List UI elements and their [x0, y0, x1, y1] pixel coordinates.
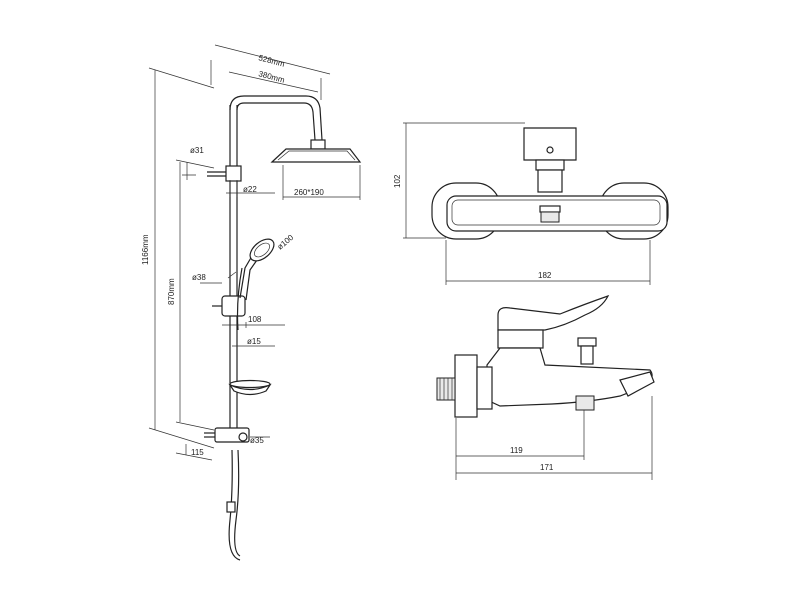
mixer-cartridge — [537, 169, 563, 193]
dim-mixer-height: 102 — [393, 174, 402, 188]
rail-fitting — [225, 165, 242, 182]
dim-mixer-width: 182 — [538, 271, 552, 280]
dim-arm-length: 380mm — [257, 69, 285, 85]
dim-total-height: 1166mm — [141, 234, 150, 265]
dim-hose-diameter: ø15 — [247, 337, 261, 346]
spout — [619, 371, 655, 397]
mixer-outlet — [540, 211, 560, 223]
dim-rail-diameter: ø22 — [243, 185, 257, 194]
dim-side-connection: 119 — [510, 446, 523, 455]
dim-head-size: 260*190 — [294, 188, 324, 197]
hand-shower-handle — [239, 255, 258, 301]
dim-diverter-diameter: ø35 — [250, 436, 264, 445]
dim-wall-offset: 115 — [191, 448, 204, 457]
dim-hand-shower-offset: 108 — [248, 315, 262, 324]
hand-shower-slider — [221, 295, 246, 317]
soap-dish — [228, 383, 272, 396]
shower-column: 528mm 380mm 1166mm 870mm ø31 ø22 260*190… — [141, 44, 362, 561]
thread-connector — [436, 377, 456, 401]
wall-nut — [454, 354, 478, 418]
mixer-front-view: 102 182 — [393, 122, 669, 285]
dim-side-depth: 171 — [540, 463, 554, 472]
mixer-side-body — [486, 347, 653, 407]
dim-slider-diameter: ø38 — [192, 273, 206, 282]
dim-hand-shower-diameter: ø100 — [276, 233, 296, 252]
arm-connector — [310, 139, 326, 150]
mixer-side-view: 119 171 — [436, 294, 655, 480]
dim-arm-diameter: ø31 — [190, 146, 204, 155]
shower-head — [270, 148, 362, 163]
mixer-handle — [523, 127, 577, 161]
diverter-knob — [238, 432, 248, 442]
shower-arm — [229, 95, 323, 141]
shower-rail — [229, 105, 238, 430]
dim-overall-width: 528mm — [257, 53, 285, 69]
hand-shower-head — [249, 238, 275, 262]
dim-bar-height: 870mm — [167, 278, 176, 305]
mixer-lever — [497, 294, 610, 331]
